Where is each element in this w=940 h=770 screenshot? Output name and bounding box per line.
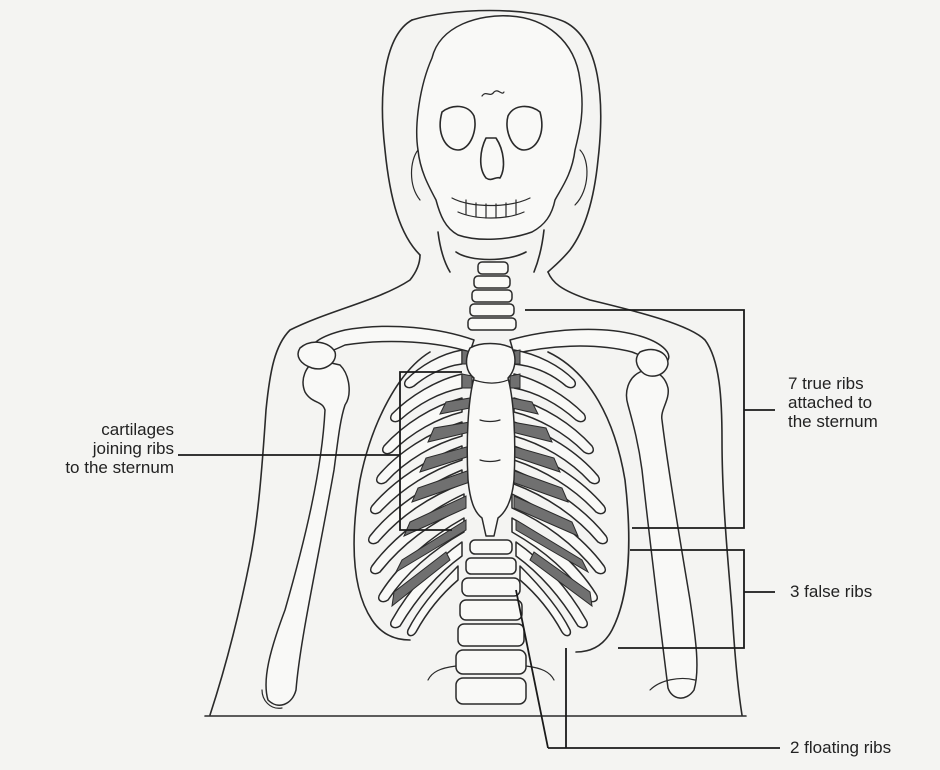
false-ribs-label: 3 false ribs [790, 582, 872, 601]
true-ribs-label-line-1: 7 true ribs [788, 374, 878, 393]
cartilages-label-line-3: to the sternum [65, 458, 174, 477]
cervical-vertebrae [468, 262, 516, 330]
skull [412, 16, 587, 240]
true-ribs-label-line-3: the sternum [788, 412, 878, 431]
true-ribs-label: 7 true ribs attached to the sternum [788, 374, 878, 431]
sternum [467, 344, 515, 537]
false-ribs-label-line-1: 3 false ribs [790, 582, 872, 601]
cartilages-label: cartilages joining ribs to the sternum [65, 420, 174, 477]
cartilages-label-line-2: joining ribs [65, 439, 174, 458]
floating-ribs-label-line-1: 2 floating ribs [790, 738, 891, 757]
cartilages-label-line-1: cartilages [65, 420, 174, 439]
true-ribs-label-line-2: attached to [788, 393, 878, 412]
floating-ribs-label: 2 floating ribs [790, 738, 891, 757]
